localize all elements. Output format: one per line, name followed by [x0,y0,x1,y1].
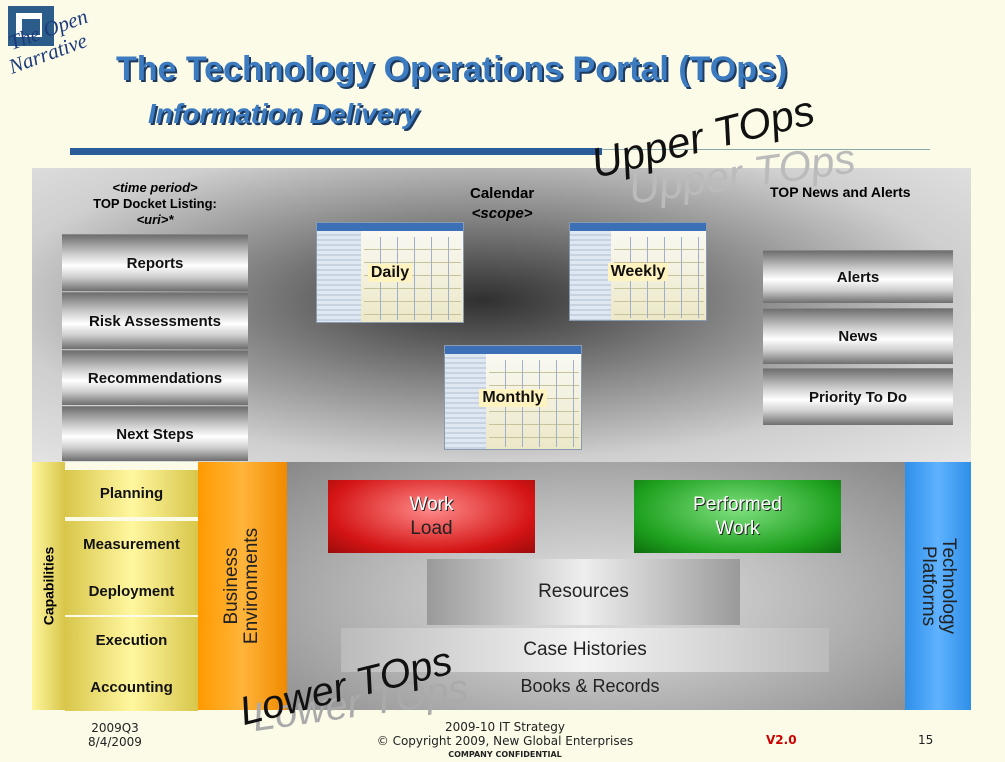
docket-uri: <uri>* [136,212,174,227]
news-heading: TOP News and Alerts [770,184,911,200]
docket-title: TOP Docket Listing: [93,196,217,211]
footer-copyright: © Copyright 2009, New Global Enterprises [376,734,634,748]
tagline: The Open Narrative [5,4,116,104]
calendar-title: Calendar [470,185,535,202]
performed-line2: Work [715,517,760,539]
case-histories-box[interactable]: Case Histories [341,628,829,672]
capability-planning[interactable]: Planning [65,470,198,517]
weekly-label: Weekly [607,262,669,281]
title-rule [70,148,602,155]
business-line2: Environments [241,527,263,645]
docket-time-period: <time period> [112,180,198,195]
monthly-label: Monthly [479,388,547,407]
calendar-heading: Calendar <scope> [470,184,534,224]
performed-line1: Performed [693,493,782,515]
news-news[interactable]: News [763,308,953,364]
daily-label: Daily [367,263,413,282]
capabilities-bar: Capabilities [32,462,65,710]
capability-measurement[interactable]: Measurement [65,521,198,568]
footer-confidential: COMPANY CONFIDENTIAL [448,750,562,759]
calendar-daily-view[interactable]: Daily [316,222,464,323]
logo [8,6,54,46]
version-badge: V2.0 [766,733,797,747]
tech-line1: Technology [938,537,959,635]
docket-risk-assessments[interactable]: Risk Assessments [62,292,248,349]
page-number: 15 [918,733,934,747]
docket-reports[interactable]: Reports [62,234,248,291]
page-title: The Technology Operations Portal (TOps) [116,50,788,88]
footer-strategy: 2009-10 IT Strategy [444,720,566,734]
tech-line2: Platforms [918,545,939,627]
title-rule-thin [602,149,930,150]
resources-box[interactable]: Resources [427,559,740,625]
footer-quarter: 2009Q3 [91,721,139,735]
business-line1: Business [221,547,243,625]
docket-next-steps[interactable]: Next Steps [62,406,248,461]
footer-date: 8/4/2009 [88,735,142,749]
work-load-line2: Load [410,517,453,539]
footer-copyright-block: 2009-10 IT Strategy © Copyright 2009, Ne… [340,720,670,762]
docket-recommendations[interactable]: Recommendations [62,350,248,405]
calendar-weekly-view[interactable]: Weekly [569,222,707,321]
docket-heading: <time period> TOP Docket Listing: <uri>* [60,180,250,228]
page-subtitle: Information Delivery [148,98,419,129]
news-alerts[interactable]: Alerts [763,250,953,303]
footer-date-block: 2009Q3 8/4/2009 [70,721,160,749]
calendar-monthly-view[interactable]: Monthly [444,345,582,450]
work-load-line1: Work [409,493,454,515]
capabilities-label: Capabilities [40,546,57,626]
capability-deployment[interactable]: Deployment [65,568,198,615]
news-priority-to-do[interactable]: Priority To Do [763,368,953,425]
capability-accounting[interactable]: Accounting [65,664,198,711]
capability-execution[interactable]: Execution [65,617,198,664]
calendar-scope: <scope> [471,205,533,222]
books-records-label[interactable]: Books & Records [520,676,660,696]
